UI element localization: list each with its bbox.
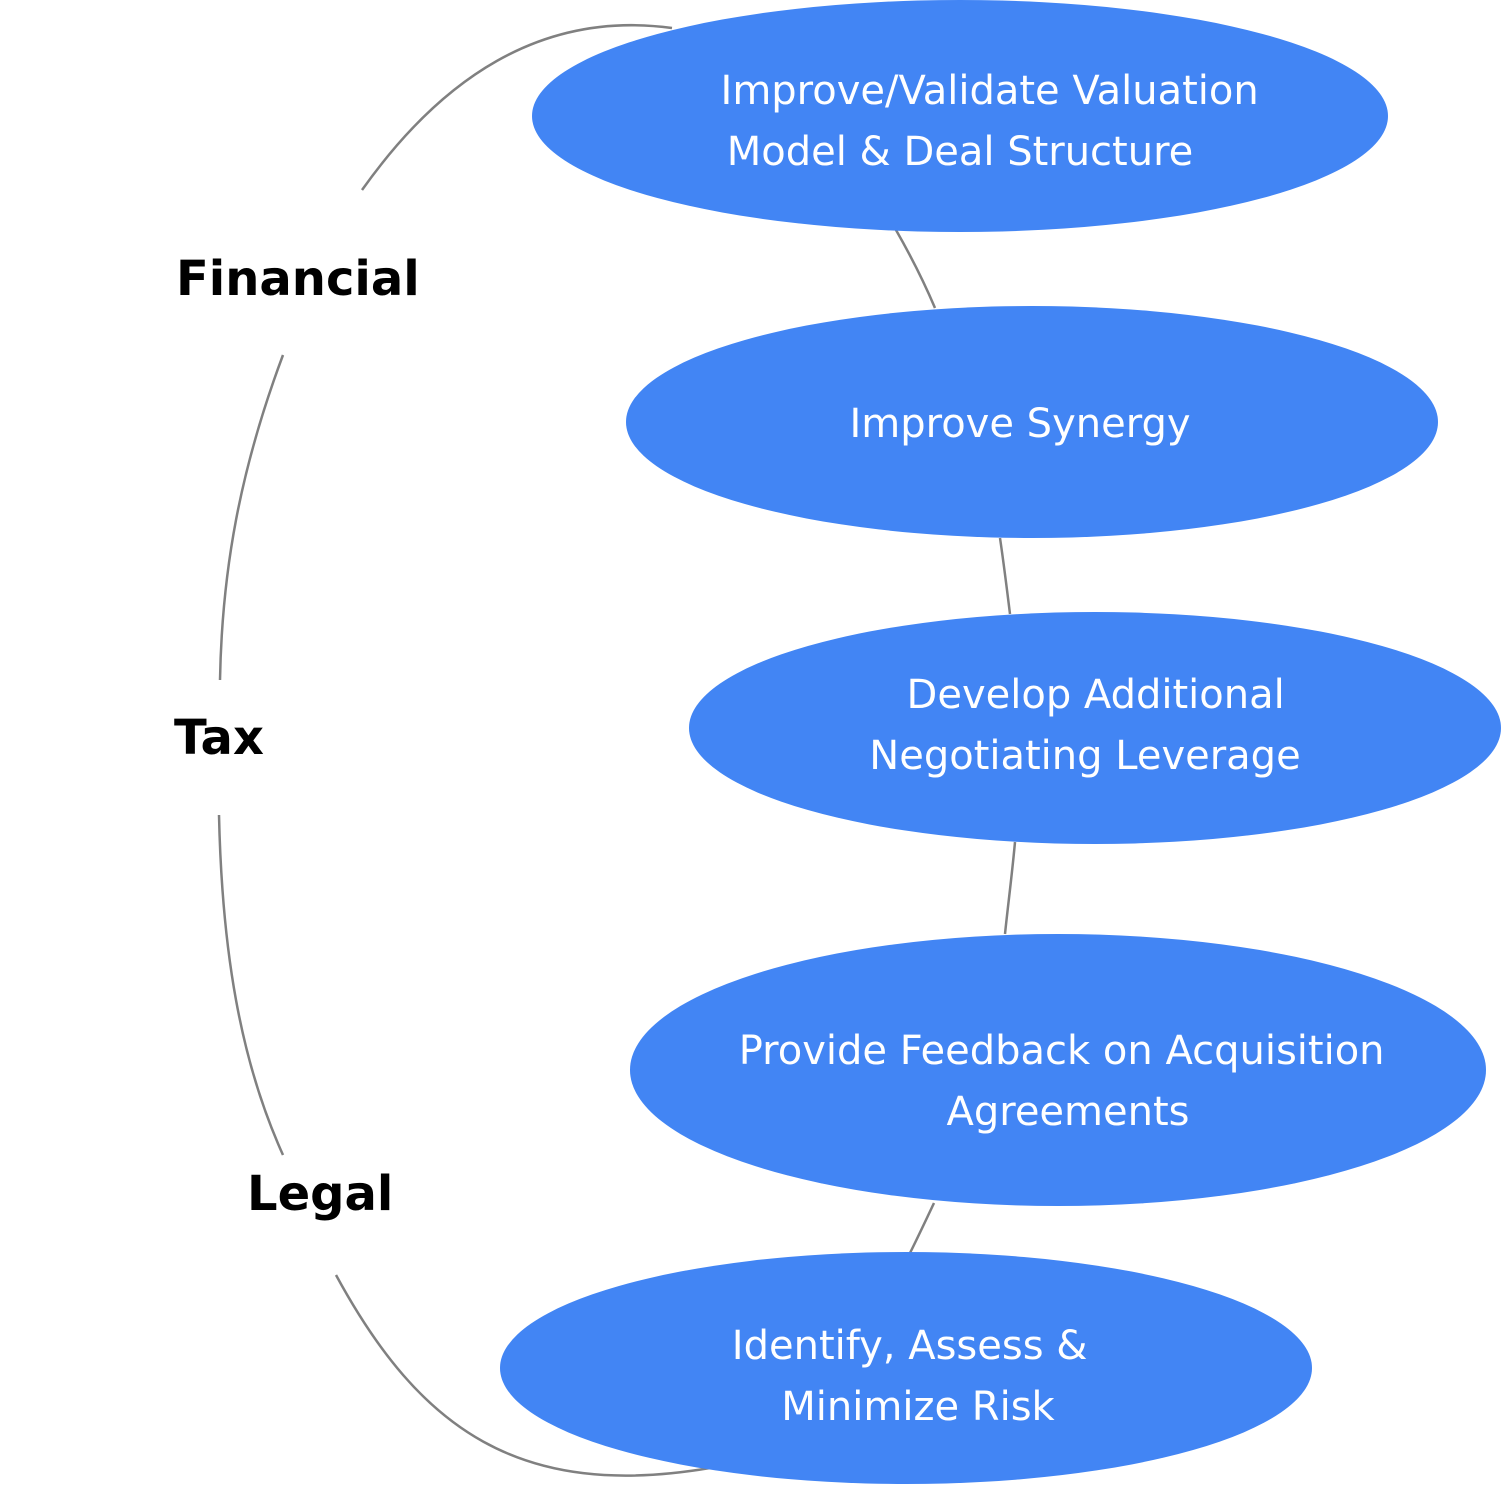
label-tax: Tax xyxy=(174,710,264,766)
node-risk-text: Identify, Assess & Minimize Risk xyxy=(732,1323,1100,1430)
node-valuation-line-2: Model & Deal Structure xyxy=(727,129,1194,175)
node-synergy-line-1: Improve Synergy xyxy=(849,401,1190,447)
node-valuation-line-1: Improve/Validate Valuation xyxy=(721,68,1259,114)
node-risk: Identify, Assess & Minimize Risk xyxy=(500,1252,1312,1484)
node-leverage: Develop Additional Negotiating Leverage xyxy=(689,612,1501,844)
node-leverage-text: Develop Additional Negotiating Leverage xyxy=(869,672,1300,779)
loop-arc-lower xyxy=(217,814,285,1156)
connector-synergy-leverage xyxy=(998,537,1012,615)
loop-arc-upper xyxy=(218,354,285,681)
node-synergy: Improve Synergy xyxy=(626,306,1438,538)
node-valuation: Improve/Validate Valuation Model & Deal … xyxy=(532,0,1388,232)
node-feedback-line-1: Provide Feedback on Acquisition xyxy=(739,1028,1385,1074)
label-financial: Financial xyxy=(176,251,420,307)
node-risk-line-1: Identify, Assess & xyxy=(732,1323,1088,1369)
node-leverage-shape xyxy=(689,612,1501,844)
node-synergy-shape xyxy=(626,306,1438,538)
node-valuation-text: Improve/Validate Valuation Model & Deal … xyxy=(721,68,1272,175)
loop-arc-bottom xyxy=(334,1274,711,1477)
node-feedback-text: Provide Feedback on Acquisition Agreemen… xyxy=(739,1028,1398,1135)
node-valuation-shape xyxy=(532,0,1388,232)
node-risk-shape xyxy=(500,1252,1312,1484)
node-connectors xyxy=(894,229,1017,1254)
node-risk-line-2: Minimize Risk xyxy=(781,1384,1055,1430)
node-leverage-line-2: Negotiating Leverage xyxy=(869,733,1300,779)
loop-arc-top xyxy=(360,23,673,191)
loop-connector xyxy=(217,23,711,1477)
node-synergy-text: Improve Synergy xyxy=(849,401,1190,447)
label-legal: Legal xyxy=(247,1166,393,1222)
connector-feedback-risk xyxy=(908,1202,936,1254)
node-feedback-line-2: Agreements xyxy=(947,1089,1190,1135)
node-feedback: Provide Feedback on Acquisition Agreemen… xyxy=(630,934,1486,1206)
node-feedback-shape xyxy=(630,934,1486,1206)
connector-valuation-synergy xyxy=(894,229,937,309)
node-leverage-line-1: Develop Additional xyxy=(907,672,1285,718)
connector-leverage-feedback xyxy=(1003,841,1017,935)
